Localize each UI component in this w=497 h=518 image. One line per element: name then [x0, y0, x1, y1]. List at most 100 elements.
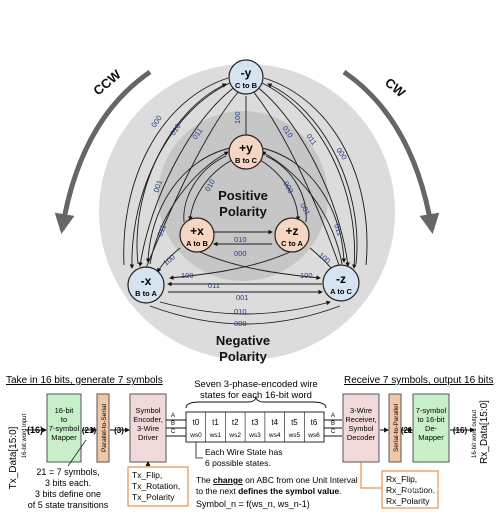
cw-rotation-arrow [342, 69, 440, 234]
receiver-line4: Decoder [347, 433, 376, 442]
tx-flag-flip: Tx_Flip, [132, 470, 162, 480]
slot-6-t: t6 [311, 418, 318, 427]
code-obr: 100 [300, 271, 313, 280]
wire-caption-line2: states for each 16-bit word [200, 390, 312, 401]
change-note-formula: Symbol_n = f(ws_n, ws_n-1) [196, 499, 310, 509]
tx-data-label: Tx_Data[15:0] [8, 426, 19, 489]
wire-caption-brace [185, 395, 327, 409]
mapper-block [46, 393, 82, 463]
slot-4-t: t4 [271, 418, 278, 427]
slot-1-ws: ws1 [209, 432, 222, 439]
code-bl-2: 010 [234, 307, 247, 316]
state-neg-x: -x B to A [127, 266, 165, 304]
mapper-line4: Mapper [51, 433, 77, 442]
demapper-line2: to 16-bit [417, 415, 445, 424]
slot-3-ws: ws3 [248, 432, 261, 439]
code-ib-0: 010 [234, 235, 247, 244]
code-lm-0: 011 [155, 223, 168, 237]
rx-flags-box [381, 470, 439, 509]
state-neg-y-sign: -y [241, 66, 252, 80]
state-neg-y-desc: C to B [235, 81, 258, 90]
slot-1-t: t1 [212, 418, 219, 427]
state-pos-y-sign: +y [239, 141, 253, 155]
right-heading: Receive 7 symbols, output 16 bits [344, 375, 494, 386]
wire-b-rx: B [331, 421, 335, 427]
state-diagram: CCW CW [54, 59, 440, 364]
rx-flag-flip: Rx_Flip, [386, 474, 417, 484]
tx-flags-box [127, 466, 189, 507]
state-pos-z-sign: +z [285, 224, 298, 238]
wire-a-rx: A [331, 413, 335, 419]
note-symbols-2: 3 bits each. [45, 478, 91, 488]
positive-polarity-line1: Positive [218, 188, 268, 203]
mapper-line2: to [61, 415, 67, 424]
demapper-line3: De- [425, 424, 438, 433]
note-symbols-3: 3 bits define one [35, 489, 101, 499]
wire-b: B [171, 421, 175, 427]
note-wire-2: 6 possible states. [205, 458, 271, 468]
wire-c: C [171, 429, 176, 435]
note-wire-1: Each Wire State has [205, 447, 282, 457]
slot-3-t: t3 [252, 418, 259, 427]
negative-polarity-line2: Polarity [219, 349, 267, 364]
slot-6-ws: ws6 [307, 432, 320, 439]
state-neg-x-sign: -x [141, 274, 152, 288]
state-pos-z: +z C to A [274, 217, 310, 253]
encoder-line1: Symbol [135, 406, 160, 415]
slot-5-ws: ws5 [288, 432, 301, 439]
wire-caption-line1: Seven 3-phase-encoded wire [194, 379, 318, 390]
demapper-block [412, 393, 450, 463]
symbol-slots: t0 ws0 t1 ws1 t2 ws2 t3 ws3 t4 ws4 t5 ws… [185, 411, 325, 443]
state-neg-z-desc: A to C [330, 287, 352, 296]
transition-arcs [123, 77, 368, 325]
code-top-center: 100 [233, 111, 242, 124]
s2p-block [388, 393, 402, 463]
left-heading: Take in 16 bits, generate 7 symbols [6, 375, 163, 386]
change-note-line2: to the next defines the symbol value. [196, 486, 342, 496]
positive-polarity-line2: Polarity [219, 204, 267, 219]
slot-2-ws: ws2 [228, 432, 241, 439]
state-pos-x: +x A to B [179, 217, 215, 253]
receiver-line2: Receiver, [345, 415, 376, 424]
note-symbols-1: 21 = 7 symbols, [36, 467, 99, 477]
rx-data-label: Rx_Data[15:0] [479, 400, 490, 464]
slot-4-ws: ws4 [268, 432, 281, 439]
rx-flag-polarity: Rx_Polarity [386, 496, 430, 506]
tx-flag-rotation: Tx_Rotation, [132, 481, 180, 491]
code-ib-1: 000 [234, 249, 247, 258]
state-pos-x-desc: A to B [186, 239, 208, 248]
state-pos-x-sign: +x [190, 224, 204, 238]
p2s-label: Parallel-to-Serial [101, 403, 108, 452]
state-pos-y-desc: B to C [235, 156, 258, 165]
code-rm-1: 011 [332, 223, 345, 237]
code-bl-1: 001 [236, 293, 249, 302]
encoder-line2: Encoder, [133, 415, 163, 424]
negative-polarity-line1: Negative [216, 333, 270, 348]
pipeline: Take in 16 bits, generate 7 symbols Rece… [6, 375, 494, 510]
slot-5-t: t5 [291, 418, 298, 427]
state-neg-z-sign: -z [336, 272, 346, 286]
tx-data-sub: 16-bit word input [22, 413, 28, 458]
code-bl-0: 011 [208, 281, 220, 290]
note-symbols-4: of 5 state transitions [28, 500, 109, 510]
ccw-label: CCW [90, 66, 124, 98]
state-neg-z: -z A to C [322, 264, 360, 302]
p2s-block [96, 393, 110, 463]
slot-2-t: t2 [232, 418, 239, 427]
code-itl-0: 001 [151, 179, 164, 194]
code-obl: 100 [181, 271, 194, 280]
mapper-line1: 16-bit [55, 406, 75, 415]
code-bl-3: 000 [234, 319, 247, 328]
receiver-line1: 3-Wire [350, 406, 372, 415]
ccw-rotation-arrow [54, 69, 152, 234]
wire-a: A [171, 413, 175, 419]
watermark: 知乎 @诗之远方 [404, 484, 477, 497]
encoder-line4: Driver [138, 433, 159, 442]
receiver-block [342, 393, 380, 463]
encoder-block [129, 393, 167, 463]
rx-data-sub: 16-bit word output [472, 410, 478, 458]
wire-c-rx: C [331, 429, 336, 435]
cw-label: CW [382, 75, 409, 101]
rx-flag-rotation: Rx_Rotation, [386, 485, 435, 495]
